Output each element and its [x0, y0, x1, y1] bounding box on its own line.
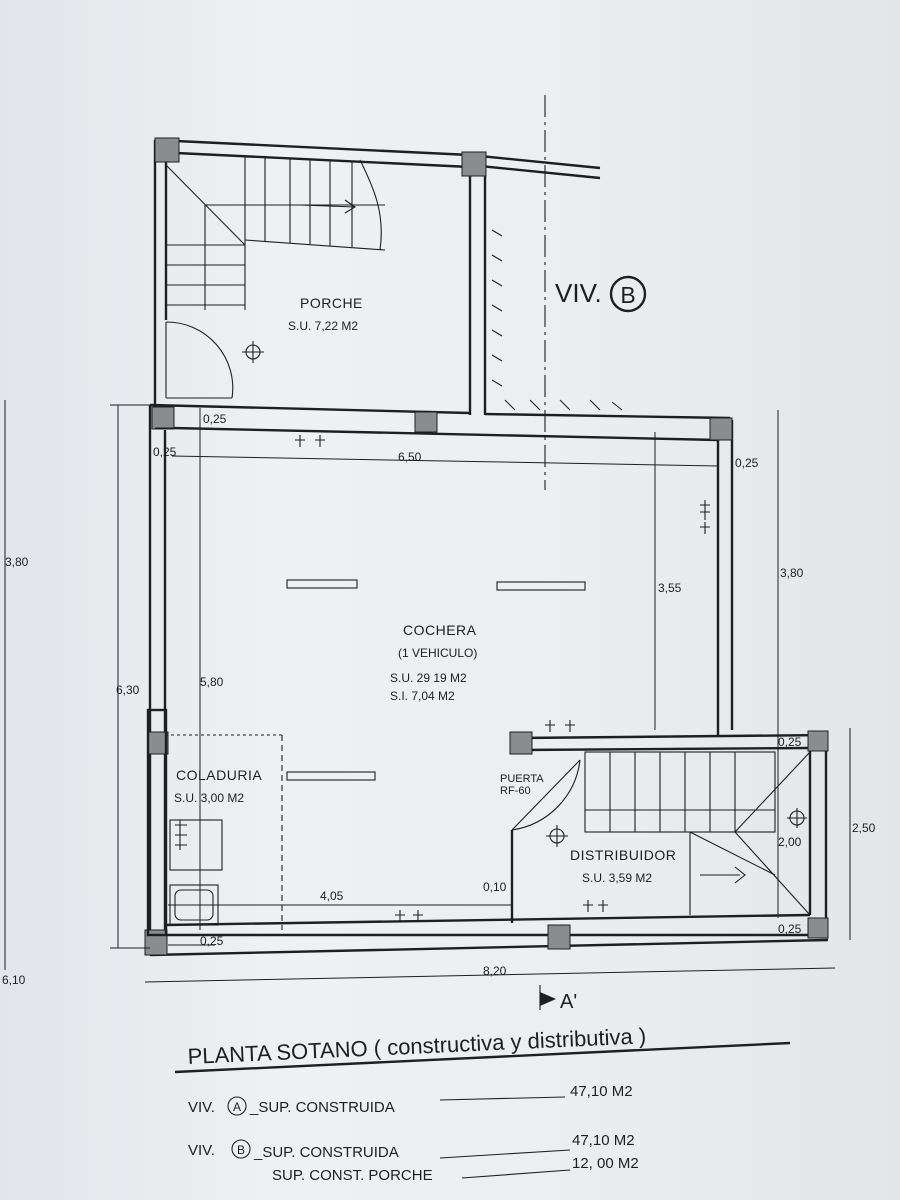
dwelling-letter: B [620, 282, 635, 308]
dim-380-right: 3,80 [780, 566, 804, 580]
dwelling-label: VIV. [555, 278, 602, 308]
porche-name: PORCHE [300, 295, 363, 311]
row1-label: _SUP. CONSTRUIDA [249, 1099, 395, 1116]
distribuidor-light-icon [546, 825, 568, 847]
dim-025-b: 0,25 [153, 445, 177, 459]
dim-820: 8,20 [483, 964, 507, 978]
distribuidor-stair [584, 751, 811, 916]
dim-405: 4,05 [320, 889, 344, 903]
row2-circle [231, 1139, 251, 1159]
row2-letter: B [237, 1143, 245, 1157]
door-label-line1: PUERTA [500, 773, 544, 785]
dim-630: 6,30 [116, 683, 140, 697]
electrical-symbols [175, 435, 710, 922]
dim-250: 2,50 [852, 821, 876, 835]
basement-walls [144, 403, 829, 957]
cochera-note: (1 VEHICULO) [398, 646, 477, 660]
coladuria-area: S.U. 3,00 M2 [174, 791, 244, 805]
boundary-hatch [491, 229, 623, 411]
distribuidor-area: S.U. 3,59 M2 [582, 871, 652, 885]
row1-letter: A [233, 1100, 241, 1114]
row3-value: 12, 00 M2 [572, 1155, 639, 1172]
cochera-area-su: S.U. 29 19 M2 [390, 671, 467, 685]
ventilation-grilles [286, 579, 586, 781]
porch-light-icon [242, 341, 264, 363]
row1-prefix: VIV. [188, 1099, 215, 1116]
dim-025-c: 0,25 [735, 456, 759, 470]
distribuidor-name: DISTRIBUIDOR [570, 847, 676, 863]
dim-025-f: 0,25 [200, 934, 224, 948]
row2-value: 47,10 M2 [572, 1132, 635, 1149]
rf60-door [511, 759, 581, 831]
dim-380-left: 3,80 [5, 555, 29, 569]
dimension-lines [4, 400, 851, 983]
coladuria-name: COLADURIA [176, 767, 262, 783]
section-arrow-icon [540, 992, 556, 1006]
dim-025-e: 0,25 [778, 922, 802, 936]
dim-200: 2,00 [778, 835, 802, 849]
row3-label: SUP. CONST. PORCHE [272, 1167, 433, 1184]
plan-title: PLANTA SOTANO ( constructiva y distribut… [187, 1023, 647, 1069]
dim-025-d: 0,25 [778, 735, 802, 749]
cochera-name: COCHERA [403, 622, 477, 638]
row2-label: _SUP. CONSTRUIDA [253, 1144, 399, 1161]
dim-580: 5,80 [200, 675, 224, 689]
section-marker-label: A' [560, 991, 577, 1013]
row2-prefix: VIV. [188, 1142, 215, 1159]
dim-025-a: 0,25 [203, 412, 227, 426]
summary-line-3 [461, 1169, 571, 1179]
summary-line-2 [439, 1149, 571, 1159]
row1-value: 47,10 M2 [570, 1083, 633, 1100]
porch-door [165, 321, 234, 399]
dim-610: 6,10 [2, 973, 26, 987]
title-underline [174, 1041, 791, 1074]
dim-010: 0,10 [483, 880, 507, 894]
door-label-line2: RF-60 [500, 785, 531, 797]
dim-355: 3,55 [658, 581, 682, 595]
porch-stair [165, 155, 386, 310]
porch-walls [153, 137, 601, 415]
coladuria-partition [146, 708, 285, 937]
dim-650: 6,50 [398, 450, 422, 464]
porche-area: S.U. 7,22 M2 [288, 319, 358, 333]
row1-circle [227, 1096, 247, 1116]
summary-line-1 [439, 1096, 566, 1101]
dwelling-circle [609, 275, 647, 313]
cochera-area-si: S.I. 7,04 M2 [390, 689, 455, 703]
